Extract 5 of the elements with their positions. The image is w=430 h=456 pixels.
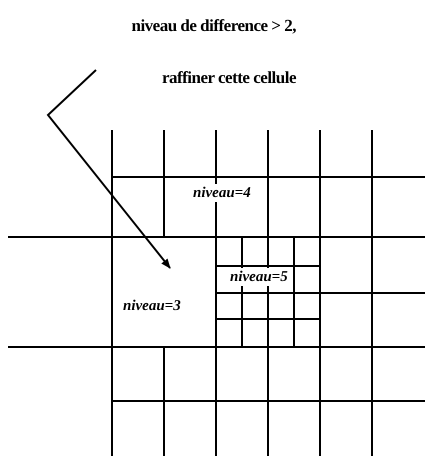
leader-arrow [46, 69, 171, 269]
grid-cell: niveau=3 [112, 237, 216, 347]
level-label: niveau=5 [229, 268, 289, 286]
level-label: niveau=4 [192, 184, 252, 202]
annotation-text: niveau de difference > 2, raffiner cette cellule [96, 0, 296, 104]
